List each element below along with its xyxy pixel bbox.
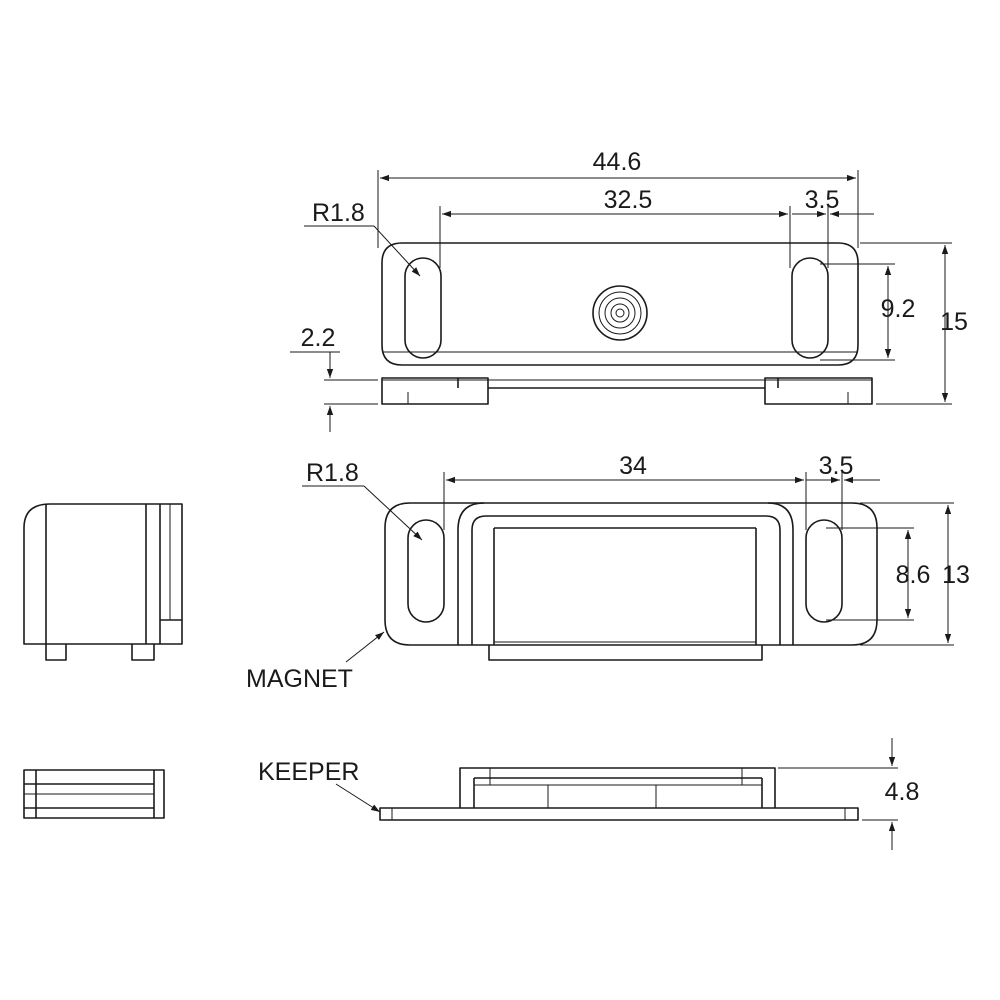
bottom-view: 4.8 KEEPER (258, 738, 919, 850)
dim-keeper-thickness: 4.8 (885, 778, 920, 806)
dim-slot-spacing-mid: 34 (619, 452, 647, 480)
dim-overall-height-mid: 13 (942, 561, 970, 589)
mid-right-slot (805, 519, 843, 623)
mid-left-slot (407, 519, 445, 623)
side-view-keeper (23, 769, 165, 819)
keeper-callout: KEEPER (258, 758, 359, 786)
dim-overall-height-top: 15 (940, 308, 968, 336)
middle-view: 34 3.5 R1.8 8.6 13 MAGNET (246, 452, 970, 693)
dim-slot-radius-mid: R1.8 (306, 459, 359, 487)
top-left-slot (404, 257, 442, 359)
top-right-slot (791, 257, 829, 359)
dim-slot-length-mid: 8.6 (896, 561, 931, 589)
side-view-magnet (23, 503, 183, 661)
dim-slot-width-mid: 3.5 (819, 452, 854, 480)
magnet-callout: MAGNET (246, 665, 353, 693)
dim-slot-width-top: 3.5 (805, 186, 840, 214)
dim-slot-radius-top: R1.8 (312, 199, 365, 227)
rivet-icon (592, 285, 648, 341)
dim-plate-offset: 2.2 (301, 324, 336, 352)
dim-slot-length-top: 9.2 (881, 295, 916, 323)
dim-overall-length: 44.6 (593, 148, 642, 176)
top-view: 44.6 32.5 3.5 R1.8 9.2 15 2.2 (290, 148, 968, 432)
dim-slot-spacing-top: 32.5 (604, 186, 653, 214)
